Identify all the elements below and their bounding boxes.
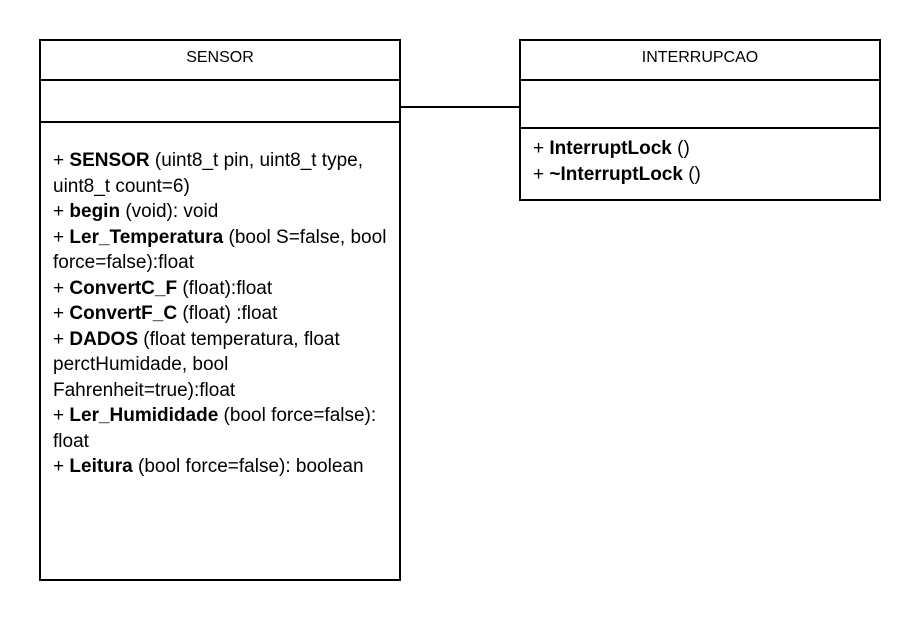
method-visibility: +: [53, 226, 65, 248]
method-name: Ler_Temperatura: [69, 226, 224, 248]
method-name: DADOS: [69, 328, 139, 350]
method-row: + Ler_Humididade (bool force=false): flo…: [53, 403, 387, 454]
methods-compartment: + SENSOR (uint8_t pin, uint8_t type, uin…: [41, 123, 399, 480]
method-row: + begin (void): void: [53, 199, 387, 225]
method-signature: (): [688, 163, 701, 185]
method-name: begin: [69, 201, 121, 222]
method-signature: (uint8_t pin, uint8_t type, uint8_t coun…: [53, 150, 364, 197]
association-line: [400, 106, 520, 108]
methods-compartment: + InterruptLock () + ~InterruptLock (): [521, 129, 879, 187]
method-name: Ler_Humididade: [69, 405, 219, 426]
method-visibility: +: [53, 277, 65, 299]
method-visibility: +: [53, 303, 65, 324]
method-visibility: +: [53, 201, 65, 222]
method-row: + Ler_Temperatura (bool S=false, bool fo…: [53, 225, 387, 276]
method-name: Leitura: [69, 456, 133, 477]
method-visibility: +: [533, 163, 545, 185]
method-name: ConvertC_F: [69, 277, 178, 299]
method-visibility: +: [53, 328, 65, 350]
attributes-compartment: [41, 81, 399, 123]
method-signature: (bool force=false): boolean: [138, 456, 364, 477]
method-row: + ConvertF_C (float) :float: [53, 301, 387, 327]
method-row: + SENSOR (uint8_t pin, uint8_t type, uin…: [53, 148, 387, 199]
method-row: + InterruptLock (): [533, 136, 867, 162]
method-visibility: +: [53, 456, 65, 477]
method-signature: (void): void: [125, 201, 219, 222]
method-row: + Leitura (bool force=false): boolean: [53, 454, 387, 480]
method-row: + DADOS (float temperatura, float perctH…: [53, 327, 387, 404]
method-row: + ConvertC_F (float):float: [53, 276, 387, 302]
class-interrupcao[interactable]: INTERRUPCAO + InterruptLock () + ~Interr…: [519, 39, 881, 201]
method-visibility: +: [533, 138, 545, 159]
method-visibility: +: [53, 405, 65, 426]
method-signature: (bool force=false): float: [53, 405, 377, 452]
method-row: + ~InterruptLock (): [533, 162, 867, 188]
method-signature: (): [677, 138, 690, 159]
method-name: InterruptLock: [549, 138, 672, 159]
class-name: SENSOR: [41, 41, 399, 81]
method-name: SENSOR: [69, 150, 150, 171]
method-signature: (float) :float: [182, 303, 278, 324]
method-name: ~InterruptLock: [549, 163, 683, 185]
attributes-compartment: [521, 81, 879, 129]
class-name: INTERRUPCAO: [521, 41, 879, 81]
method-visibility: +: [53, 150, 65, 171]
class-sensor[interactable]: SENSOR + SENSOR (uint8_t pin, uint8_t ty…: [39, 39, 401, 581]
method-signature: (float temperatura, float perctHumidade,…: [53, 328, 340, 401]
method-name: ConvertF_C: [69, 303, 178, 324]
method-signature: (bool S=false, bool force=false):float: [53, 226, 387, 274]
method-signature: (float):float: [182, 277, 273, 299]
